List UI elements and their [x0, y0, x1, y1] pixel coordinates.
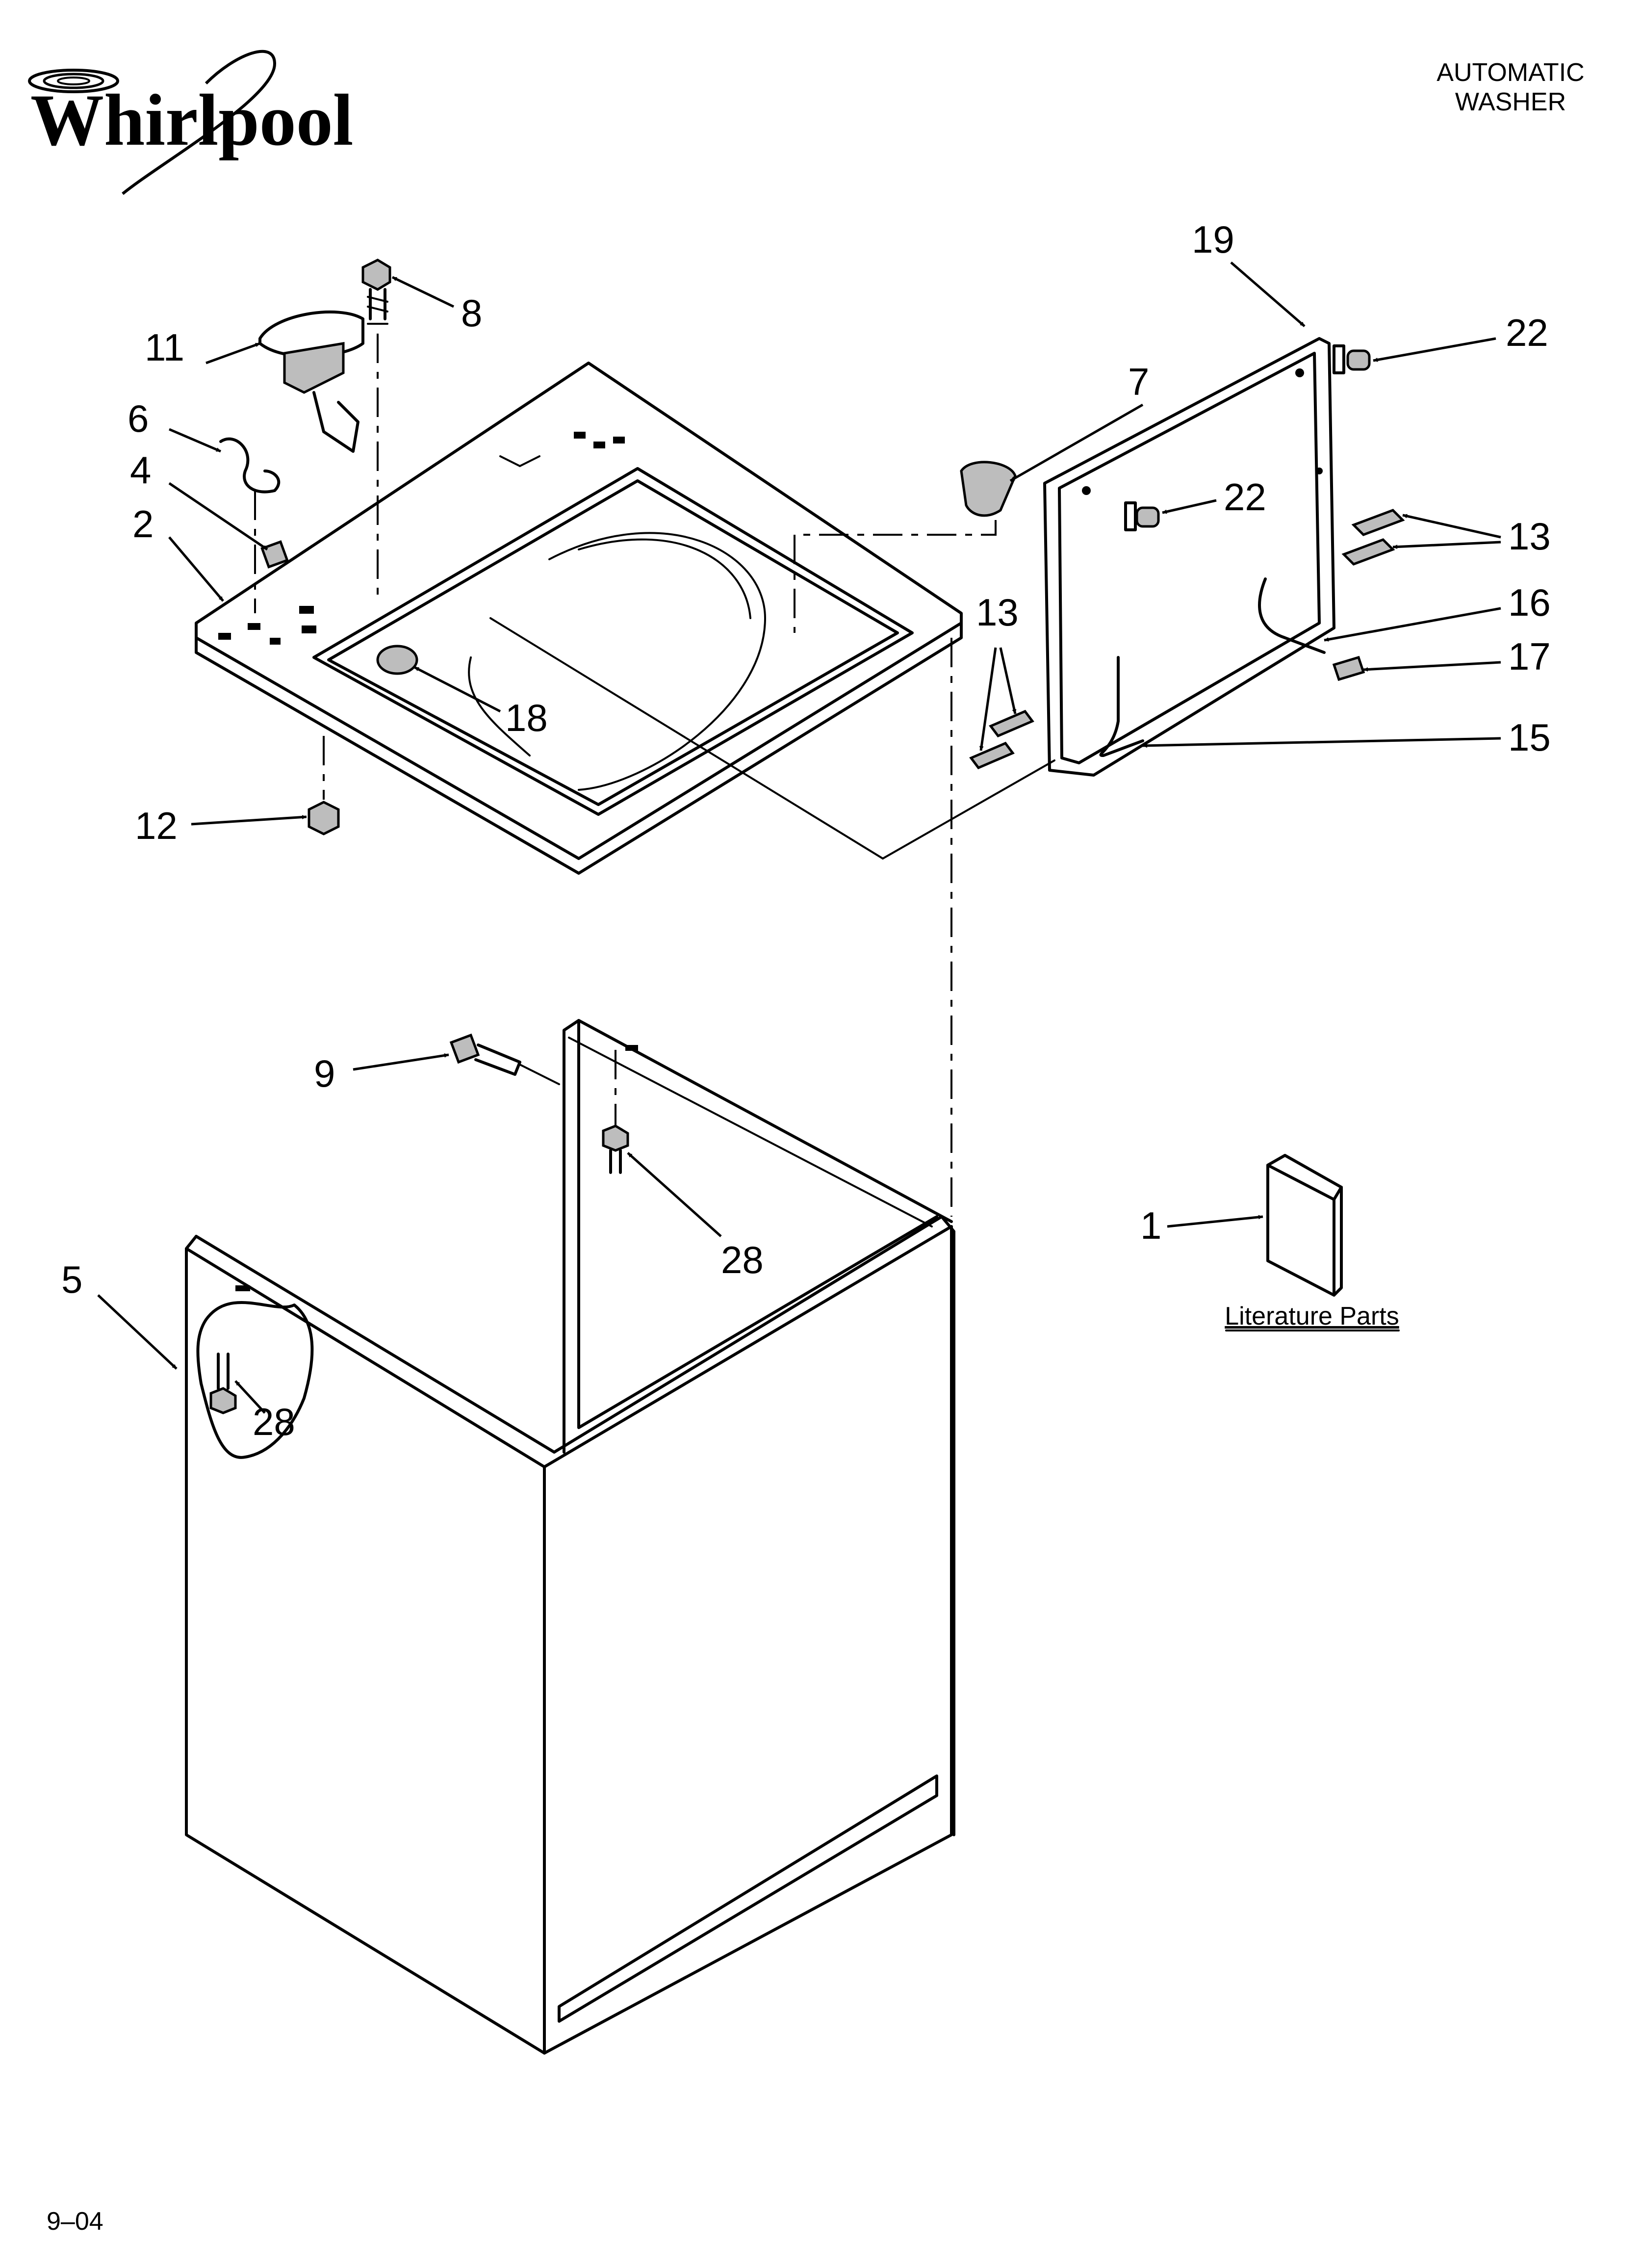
title-line-1: AUTOMATIC [1437, 58, 1584, 87]
leader-28a [627, 1152, 722, 1237]
leader-16 [1324, 607, 1501, 642]
leader-5 [97, 1294, 178, 1370]
callout-13b: 13 [976, 591, 1019, 634]
top-panel [195, 362, 963, 875]
leader-19 [1230, 261, 1306, 327]
screw-9 [449, 1033, 521, 1076]
callout-2: 2 [132, 502, 154, 546]
callout-16: 16 [1508, 581, 1551, 624]
leader-1 [1167, 1215, 1263, 1228]
clip-6 [219, 437, 281, 494]
callout-9: 9 [314, 1052, 335, 1095]
whirlpool-logo: Whirlpool [28, 50, 353, 195]
leader-12 [191, 815, 307, 826]
callout-19: 19 [1192, 218, 1234, 261]
assembly-line-lid-panel [489, 617, 884, 860]
callout-8: 8 [461, 291, 482, 335]
leader-18 [413, 666, 501, 713]
bumper-22b [1124, 501, 1160, 531]
leader-13a-2 [1392, 541, 1501, 549]
callout-5: 5 [61, 1258, 82, 1301]
callout-6: 6 [128, 397, 149, 440]
assembly-line-lid-panel-2 [882, 759, 1055, 860]
callout-22b: 22 [1224, 475, 1266, 519]
leader-2 [168, 536, 224, 602]
bumper-22a [1333, 344, 1371, 374]
leader-17 [1363, 661, 1501, 672]
leader-15 [1142, 737, 1501, 748]
callout-28b: 28 [253, 1400, 295, 1443]
callout-12: 12 [135, 804, 178, 847]
leader-13b-2 [999, 647, 1017, 714]
leader-9 [353, 1053, 449, 1071]
hinge-rod-16 [1258, 577, 1326, 654]
nut-17 [1332, 655, 1365, 681]
callout-28a: 28 [721, 1238, 764, 1281]
literature-parts-label: Literature Parts [1225, 1302, 1399, 1330]
callout-7: 7 [1128, 360, 1149, 403]
leader-22b [1162, 499, 1217, 514]
leader-6 [169, 428, 221, 453]
lid [1043, 337, 1335, 777]
grommet-18 [376, 645, 418, 675]
callout-18: 18 [505, 696, 548, 739]
callout-1: 1 [1140, 1204, 1161, 1247]
assembly-line-9 [519, 1064, 560, 1085]
literature-booklet [1266, 1154, 1343, 1297]
callout-13a: 13 [1508, 515, 1551, 558]
clip-4 [260, 540, 289, 569]
hinge-rod-15 [1099, 656, 1144, 757]
callout-17: 17 [1508, 635, 1551, 678]
callout-15: 15 [1508, 716, 1551, 759]
callout-22a: 22 [1506, 311, 1548, 354]
cabinet [185, 1019, 955, 2055]
leader-4 [168, 482, 268, 551]
leader-7 [1009, 403, 1144, 482]
screw-13-right [1341, 509, 1405, 566]
lid-switch-11 [258, 310, 364, 453]
footer-code: 9–04 [47, 2207, 103, 2236]
screw-8 [361, 259, 391, 325]
callout-4: 4 [130, 448, 151, 492]
leader-22a [1373, 337, 1496, 362]
cabinet-cutaway [196, 1301, 314, 1459]
screw-13-left [969, 709, 1034, 770]
assembly-line-hinge [794, 520, 997, 633]
leader-13b-1 [979, 647, 997, 751]
leader-13a-1 [1402, 514, 1501, 539]
title-line-2: WASHER [1455, 88, 1566, 116]
leader-11 [205, 342, 260, 365]
callout-11: 11 [145, 326, 184, 369]
screw-28b [209, 1353, 237, 1414]
leader-8 [391, 276, 455, 308]
nut-12 [308, 801, 340, 835]
logo-wordmark: Whirlpool [30, 79, 353, 161]
leader-28b [234, 1380, 266, 1414]
screw-28a [602, 1124, 629, 1174]
bushing-7 [960, 461, 1017, 517]
